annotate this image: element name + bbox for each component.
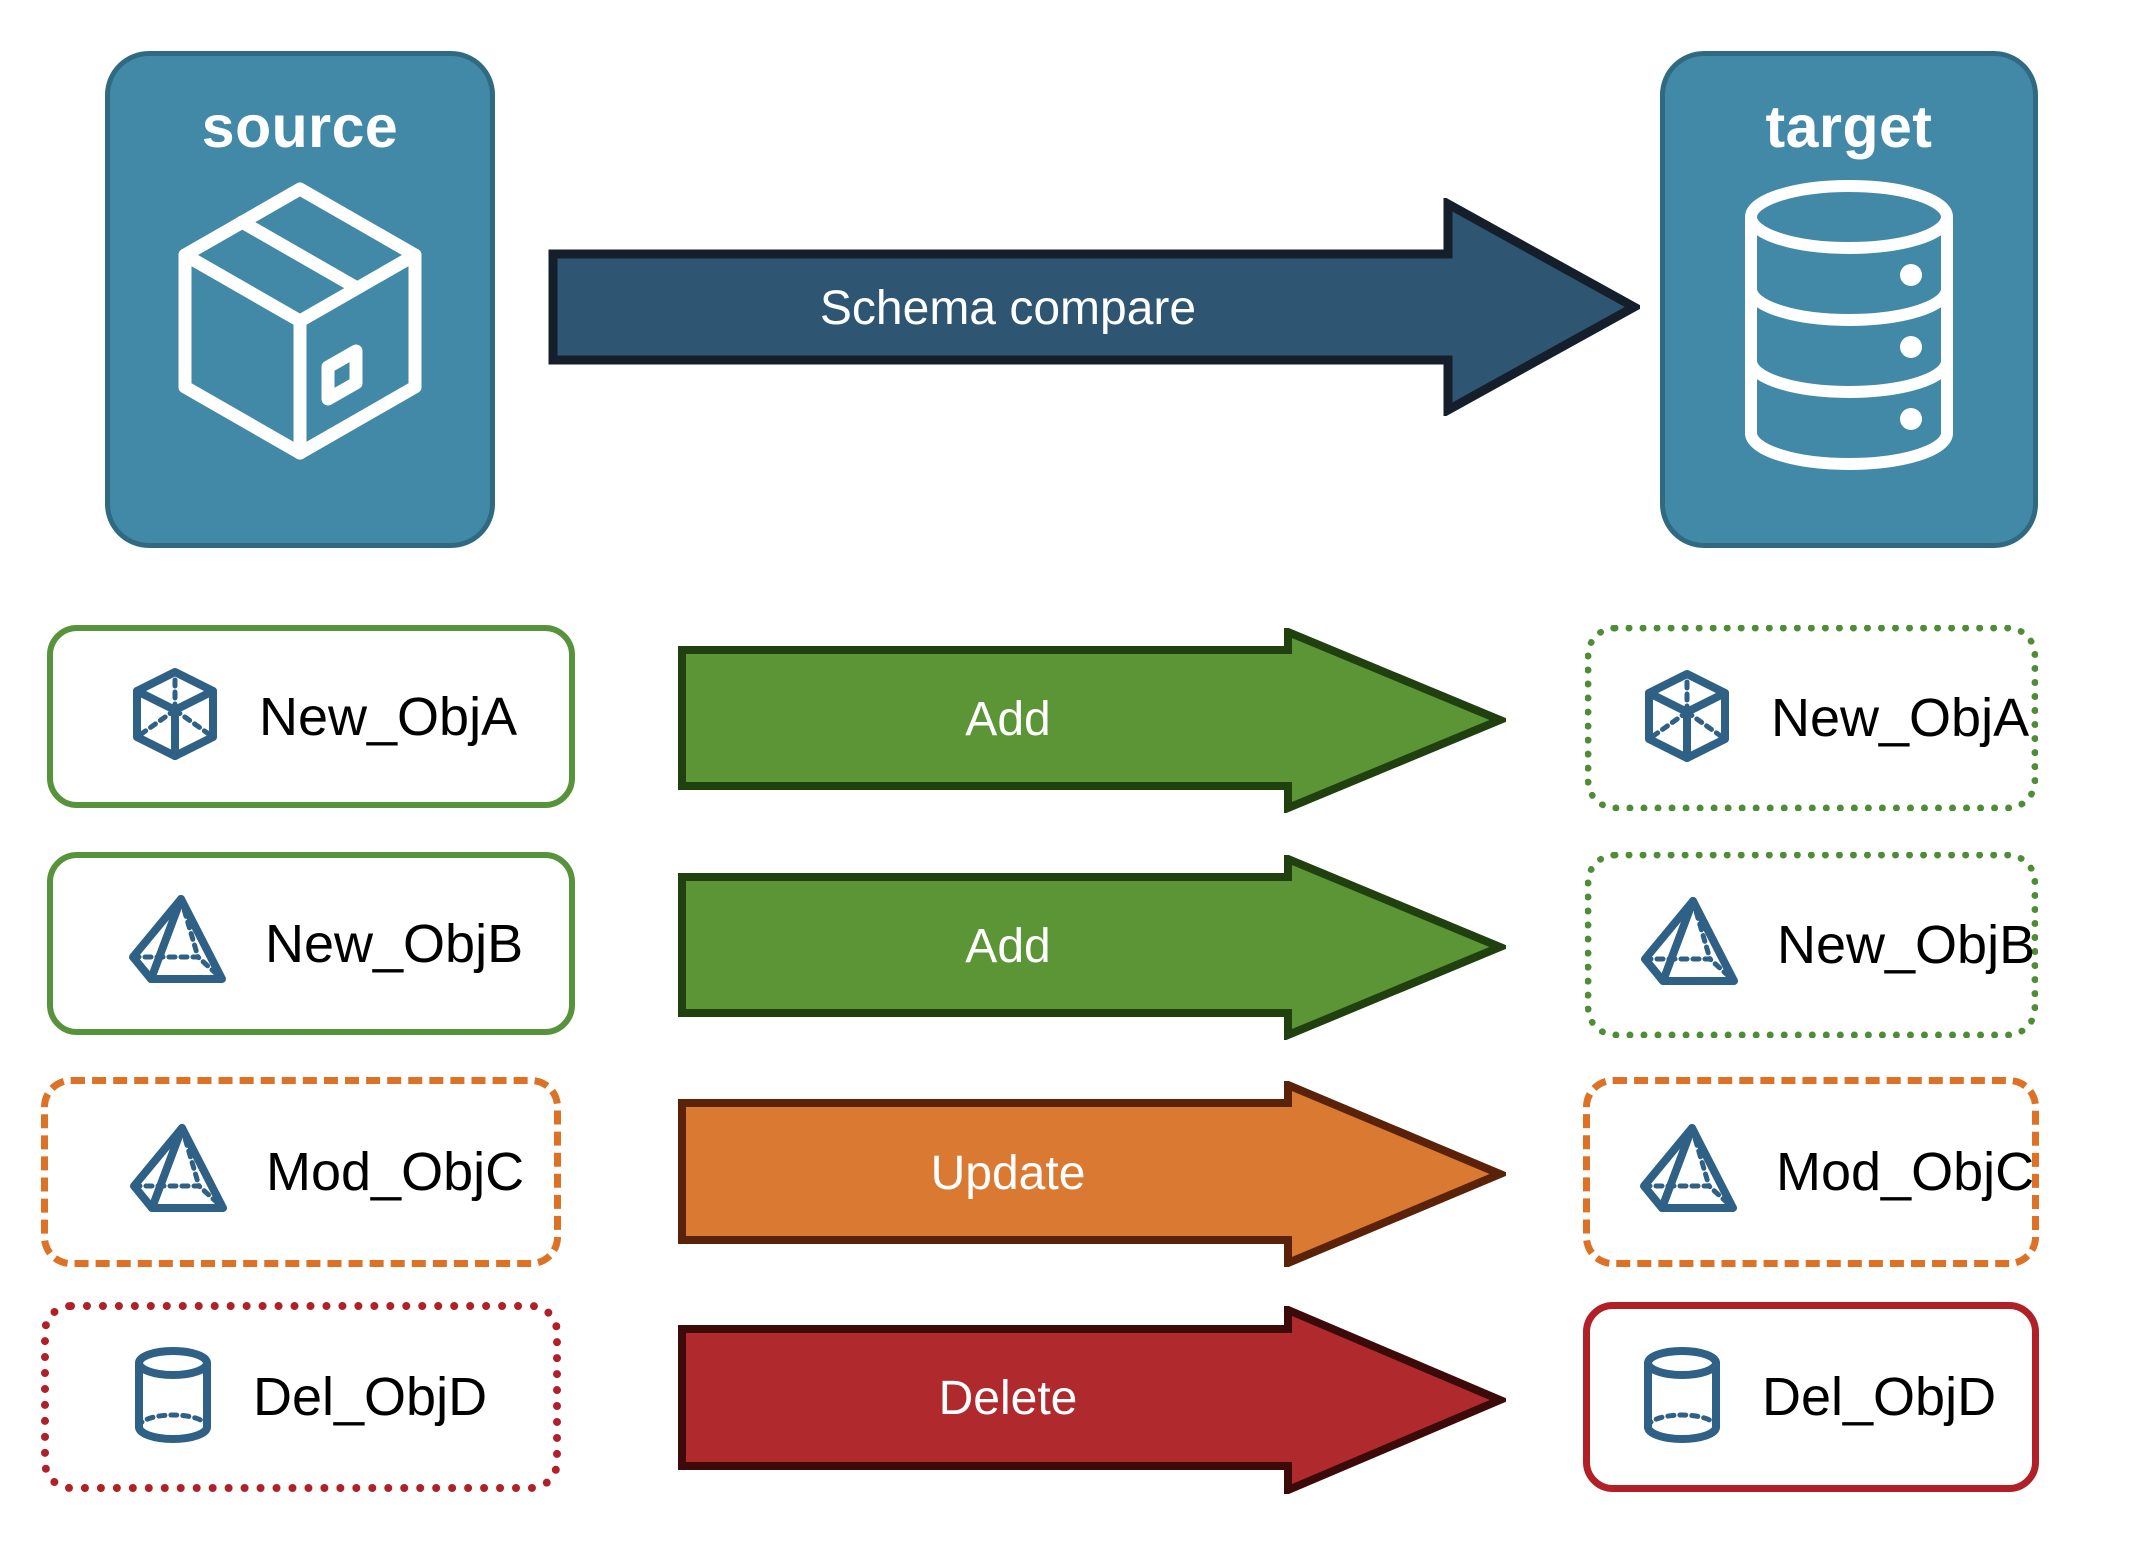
database-cylinder-icon <box>1733 175 1965 480</box>
wireframe-cylinder-icon <box>127 1343 219 1452</box>
wireframe-pyramid-icon <box>1637 893 1743 998</box>
wireframe-cube-icon <box>1637 666 1737 771</box>
source-object-card-4[interactable]: Del_ObjD <box>41 1302 561 1492</box>
target-object-label-3: Mod_ObjC <box>1776 1142 2035 1202</box>
target-title: target <box>1765 94 1933 160</box>
wireframe-cube-icon <box>125 664 225 769</box>
target-object-label-2: New_ObjB <box>1777 915 2036 975</box>
target-object-card-4[interactable]: Del_ObjD <box>1583 1302 2039 1492</box>
action-arrow-delete[interactable] <box>678 1306 1506 1494</box>
source-panel[interactable]: source <box>105 51 495 548</box>
wireframe-cylinder-icon <box>1636 1343 1728 1452</box>
action-arrow-update[interactable] <box>678 1081 1506 1267</box>
source-object-label-1: New_ObjA <box>259 686 518 747</box>
target-object-card-1[interactable]: New_ObjA <box>1585 625 2038 811</box>
target-object-label-1: New_ObjA <box>1771 688 2030 748</box>
wireframe-pyramid-icon <box>125 891 231 996</box>
source-object-card-1[interactable]: New_ObjA <box>47 625 575 808</box>
target-object-card-2[interactable]: New_ObjB <box>1585 852 2038 1038</box>
source-object-card-2[interactable]: New_ObjB <box>47 852 575 1035</box>
source-object-label-2: New_ObjB <box>265 913 524 974</box>
wireframe-pyramid-icon <box>126 1120 232 1225</box>
source-object-card-3[interactable]: Mod_ObjC <box>41 1077 561 1267</box>
wireframe-pyramid-icon <box>1636 1120 1742 1225</box>
action-arrow-add-2[interactable] <box>678 855 1506 1040</box>
source-object-label-3: Mod_ObjC <box>266 1142 525 1202</box>
target-object-label-4: Del_ObjD <box>1762 1367 1997 1427</box>
action-arrow-add-1[interactable] <box>678 628 1506 813</box>
target-panel[interactable]: target <box>1660 51 2038 548</box>
source-title: source <box>201 94 399 160</box>
schema-compare-arrow[interactable] <box>548 198 1640 416</box>
target-object-card-3[interactable]: Mod_ObjC <box>1583 1077 2039 1267</box>
source-object-label-4: Del_ObjD <box>253 1367 488 1427</box>
package-box-icon <box>168 175 433 470</box>
